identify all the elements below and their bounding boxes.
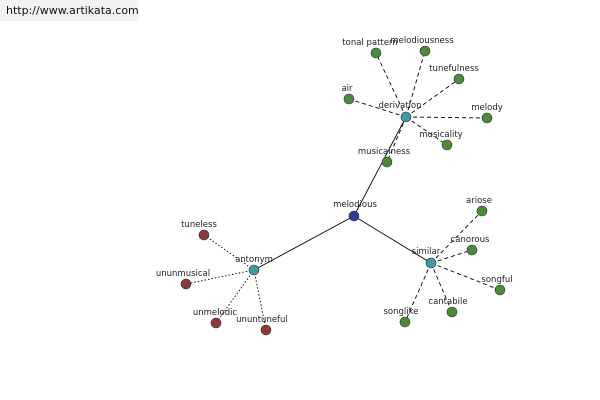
relation-similar-node[interactable] xyxy=(425,257,437,269)
edge-antonym-unmelodic xyxy=(215,269,255,324)
word-cantabile-node[interactable] xyxy=(446,306,458,318)
word-unmelodic-label[interactable]: unmelodic xyxy=(193,308,238,318)
edge-similar-songful xyxy=(430,262,501,291)
word-ariose-node[interactable] xyxy=(476,205,488,217)
edge-similar-songlike xyxy=(404,262,432,323)
word-ununtuneful-node[interactable] xyxy=(260,324,272,336)
word-musicality-node[interactable] xyxy=(441,139,453,151)
word-songlike-node[interactable] xyxy=(399,316,411,328)
word-unmelodic-node[interactable] xyxy=(210,317,222,329)
word-melody-label[interactable]: melody xyxy=(471,103,503,113)
relation-antonym-label[interactable]: antonym xyxy=(235,255,273,265)
root-melodious-node[interactable] xyxy=(348,210,360,222)
relation-antonym-node[interactable] xyxy=(248,264,260,276)
word-ununmusical-label[interactable]: ununmusical xyxy=(156,269,210,279)
word-musicalness-node[interactable] xyxy=(381,156,393,168)
word-canorous-label[interactable]: canorous xyxy=(451,235,490,245)
edge-similar-canorous xyxy=(430,249,473,264)
word-air-node[interactable] xyxy=(343,93,355,105)
edge-melodious-similar xyxy=(353,215,432,264)
word-tonal-pattern-label[interactable]: tonal pattern xyxy=(342,38,397,48)
word-tunefulness-node[interactable] xyxy=(453,73,465,85)
graph-edges xyxy=(185,50,501,331)
word-songlike-label[interactable]: songlike xyxy=(384,307,419,317)
word-melodiousness-label[interactable]: melodiousness xyxy=(390,36,454,46)
edge-similar-cantabile xyxy=(430,262,453,313)
relation-similar-label[interactable]: similar xyxy=(412,247,441,257)
edge-melodious-derivation xyxy=(353,116,407,217)
word-musicalness-label[interactable]: musicalness xyxy=(358,147,411,157)
word-tunefulness-label[interactable]: tunefulness xyxy=(429,64,479,74)
word-songful-node[interactable] xyxy=(494,284,506,296)
word-melody-node[interactable] xyxy=(481,112,493,124)
word-tuneless-label[interactable]: tuneless xyxy=(181,220,217,230)
edge-derivation-melodiousness xyxy=(405,50,426,118)
edge-similar-ariose xyxy=(430,210,483,264)
word-canorous-node[interactable] xyxy=(466,244,478,256)
word-cantabile-label[interactable]: cantabile xyxy=(428,297,467,307)
word-air-label[interactable]: air xyxy=(341,84,353,94)
edge-melodious-antonym xyxy=(253,215,355,271)
word-ununtuneful-label[interactable]: ununtuneful xyxy=(236,315,288,325)
relation-derivation-node[interactable] xyxy=(400,111,412,123)
edge-derivation-tonal-pattern xyxy=(375,52,407,118)
edge-derivation-musicality xyxy=(405,116,448,146)
edge-antonym-ununmusical xyxy=(185,269,255,285)
site-link[interactable]: http://www.artikata.com xyxy=(6,4,139,17)
relation-derivation-label[interactable]: derivation xyxy=(378,101,421,111)
site-header: http://www.artikata.com xyxy=(0,0,139,21)
word-ariose-label[interactable]: ariose xyxy=(466,196,492,206)
root-melodious-label[interactable]: melodious xyxy=(333,200,377,210)
word-musicality-label[interactable]: musicality xyxy=(419,130,462,140)
edge-derivation-melody xyxy=(405,116,488,119)
edge-derivation-air xyxy=(348,98,407,118)
word-tuneless-node[interactable] xyxy=(198,229,210,241)
edge-derivation-tunefulness xyxy=(405,78,460,118)
word-ununmusical-node[interactable] xyxy=(180,278,192,290)
edge-derivation-musicalness xyxy=(386,116,407,163)
word-melodiousness-node[interactable] xyxy=(419,45,431,57)
word-songful-label[interactable]: songful xyxy=(481,275,512,285)
word-tonal-pattern-node[interactable] xyxy=(370,47,382,59)
